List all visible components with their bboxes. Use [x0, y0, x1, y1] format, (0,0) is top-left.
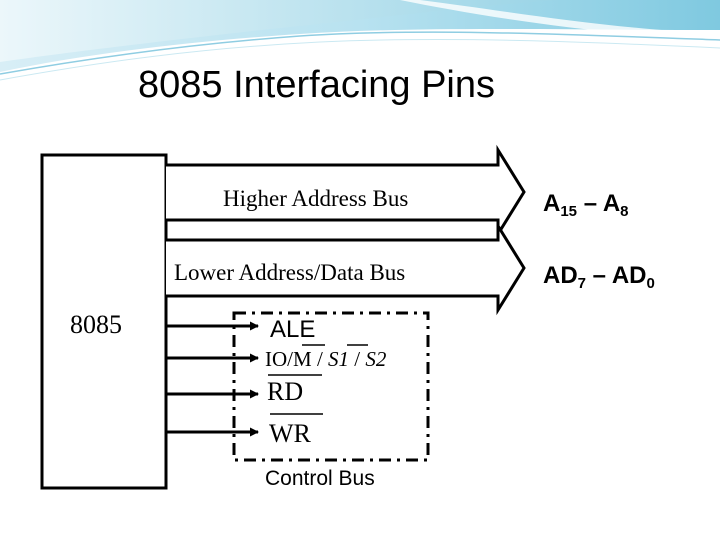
range-dash: – [577, 190, 603, 217]
banner-streak [400, 0, 720, 40]
signal-ad7-sub: 7 [577, 275, 587, 292]
ale-signal: ALE [270, 316, 316, 343]
iom-status-signals: IO/M / S1 / S2 [265, 347, 386, 372]
control-bus-label: Control Bus [265, 467, 375, 490]
s-sep-1: / [311, 347, 329, 371]
wr-signal: WR [269, 419, 311, 448]
s-sep-2: / [349, 347, 366, 371]
rd-signal: RD [267, 377, 304, 406]
cpu-label: 8085 [70, 310, 122, 339]
signal-a15-sub: 15 [560, 203, 578, 220]
banner-wave-front [0, 0, 560, 62]
control-bus-box [232, 311, 430, 462]
banner-edge-line-2 [0, 39, 720, 81]
lower-address-signal-range: AD7 – AD0 [543, 262, 655, 292]
header-banner [0, 0, 720, 81]
range-dash: – [586, 262, 612, 289]
signal-a8: A [602, 190, 621, 217]
lower-address-data-bus-arrow [166, 220, 526, 316]
cpu-block [40, 153, 168, 490]
signal-ad0-sub: 0 [646, 275, 655, 292]
lower-address-data-bus-label: Lower Address/Data Bus [174, 260, 406, 285]
iom-io: IO/ [265, 347, 293, 371]
signal-ad7: AD [543, 262, 578, 289]
s1-signal: S1 [328, 347, 350, 371]
signal-ad0: AD [611, 262, 647, 289]
signal-a15: A [543, 190, 561, 217]
higher-address-bus-label: Higher Address Bus [223, 186, 409, 211]
higher-address-bus-arrow [166, 144, 526, 240]
slide-title: 8085 Interfacing Pins [138, 64, 496, 106]
higher-address-signal-range: A15 – A8 [543, 190, 629, 220]
s2-signal: S2 [365, 347, 387, 371]
banner-edge-line [0, 31, 720, 75]
signal-a8-sub: 8 [620, 203, 629, 220]
iom-m: M [293, 347, 312, 371]
